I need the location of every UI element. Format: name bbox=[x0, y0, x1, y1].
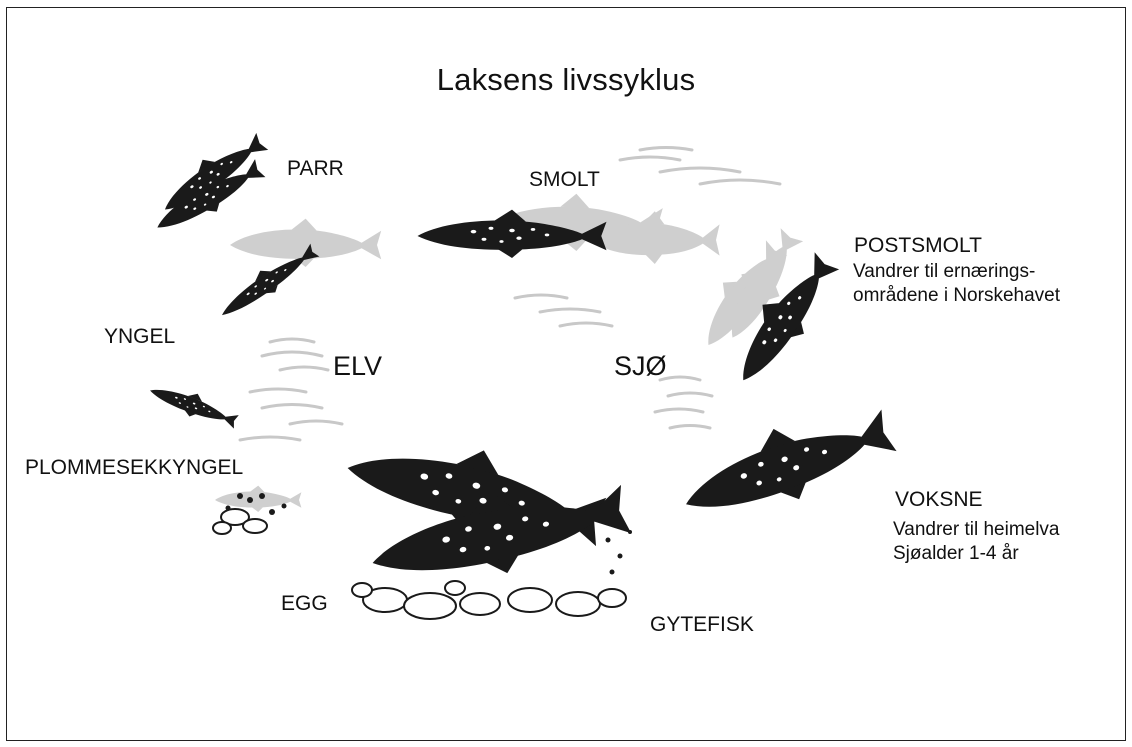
label-yngel: YNGEL bbox=[104, 325, 175, 348]
diagram-title: Laksens livssyklus bbox=[0, 62, 1132, 98]
label-sea: SJØ bbox=[614, 352, 667, 382]
label-plommesekkyngel: PLOMMESEKKYNGEL bbox=[25, 456, 243, 479]
label-parr: PARR bbox=[287, 157, 344, 180]
plommesekkyngel-fish bbox=[146, 378, 241, 432]
label-voksne: VOKSNE bbox=[895, 488, 983, 511]
label-gytefisk: GYTEFISK bbox=[650, 613, 754, 636]
voksne-description-line-2: Sjøalder 1-4 år bbox=[893, 542, 1019, 566]
label-egg: EGG bbox=[281, 592, 328, 615]
label-smolt: SMOLT bbox=[529, 168, 600, 191]
gytefisk-fish bbox=[340, 423, 634, 600]
voksne-fish bbox=[672, 392, 901, 536]
label-river: ELV bbox=[333, 352, 382, 382]
postsmolt-description-line-1: Vandrer til ernærings- bbox=[853, 260, 1035, 284]
parr-fish bbox=[148, 126, 272, 242]
label-postsmolt: POSTSMOLT bbox=[854, 234, 982, 257]
voksne-description-line-1: Vandrer til heimelva bbox=[893, 518, 1060, 542]
postsmolt-description-line-2: områdene i Norskehavet bbox=[853, 284, 1060, 308]
water-strokes bbox=[240, 148, 780, 441]
